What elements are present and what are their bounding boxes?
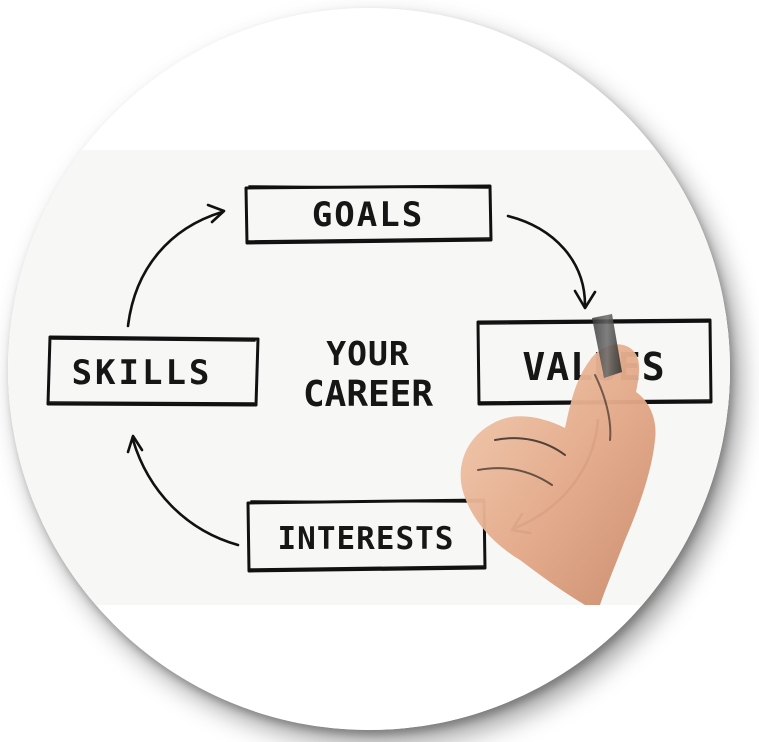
center-label: YOUR CAREER: [303, 334, 433, 415]
hand-with-marker: [460, 314, 656, 605]
goals-label: GOALS: [312, 195, 424, 235]
center-label-line1: YOUR: [326, 334, 409, 373]
arrow-skills-to-goals: [126, 210, 224, 328]
skills-box-sketch-stroke: [49, 338, 256, 404]
interests-label: INTERESTS: [278, 521, 455, 557]
skills-label: SKILLS: [72, 353, 213, 393]
knuckle-line: [494, 437, 566, 456]
marker-pen: [592, 314, 622, 378]
arrowhead-values: [573, 289, 597, 310]
arrowhead-skills: [126, 434, 144, 454]
finger-line: [477, 467, 553, 486]
node-interests: INTERESTS: [246, 498, 487, 573]
center-label-line2: CAREER: [303, 374, 433, 415]
arrowhead-goals: [206, 203, 226, 224]
goals-box-sketch-stroke: [247, 185, 490, 242]
skills-box-outline: [46, 335, 260, 407]
values-box-outline: [476, 318, 713, 406]
node-skills: SKILLS: [46, 335, 260, 407]
node-goals: GOALS: [244, 184, 493, 245]
arrow-interests-to-skills: [131, 438, 240, 547]
interests-box-sketch-stroke: [249, 500, 484, 570]
thumb-line: [594, 374, 612, 441]
arrow-goals-to-values: [506, 214, 587, 307]
